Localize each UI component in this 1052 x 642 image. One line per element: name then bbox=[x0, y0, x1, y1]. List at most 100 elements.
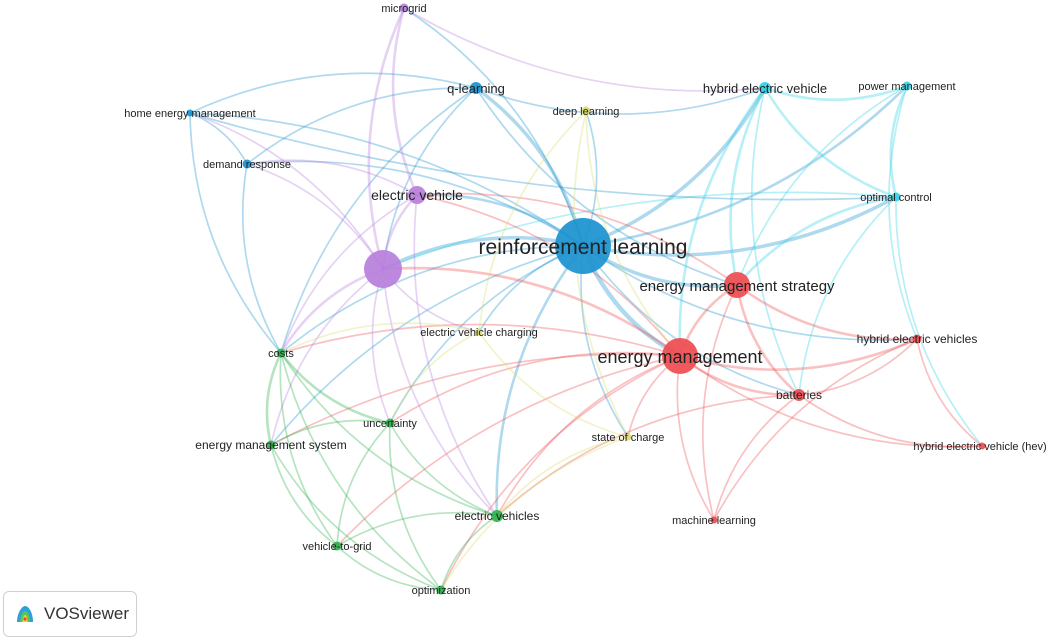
label-reinforcement-learning[interactable]: reinforcement learning bbox=[479, 236, 688, 259]
edge-deep-learning-to-state-of-charge bbox=[573, 110, 629, 438]
edge-electric-vehicle-charging-to-state-of-charge bbox=[478, 331, 629, 438]
edge-hybrid-electric-vehicles-to-hybrid-electric-vehicle-hev bbox=[916, 338, 983, 447]
edge-energy-management-to-energy-management-system bbox=[270, 353, 681, 446]
node-electric-vehicle-charging[interactable] bbox=[475, 328, 483, 336]
edge-reinforcement-learning-to-hybrid-electric-vehicles bbox=[582, 245, 918, 341]
edge-batteries-to-machine-learning bbox=[713, 394, 800, 521]
label-q-learning[interactable]: q-learning bbox=[447, 81, 505, 96]
edge-home-energy-management-to-optimal-control bbox=[189, 112, 897, 201]
network-nodes bbox=[186, 3, 986, 595]
edge-reinforcement-learning-to-power-management bbox=[582, 85, 908, 248]
label-energy-management-strategy[interactable]: energy management strategy bbox=[639, 278, 835, 295]
edge-power-management-to-energy-management-strategy bbox=[736, 85, 908, 286]
label-electric-vehicles[interactable]: electric vehicles bbox=[455, 509, 540, 523]
edge-energy-management-to-vehicle-to-grid bbox=[336, 355, 681, 547]
label-hybrid-electric-vehicle-hev[interactable]: hybrid electric vehicle (hev) bbox=[913, 441, 1046, 453]
node-purple-hub[interactable] bbox=[364, 250, 402, 288]
node-hybrid-electric-vehicle[interactable] bbox=[759, 82, 771, 94]
node-demand-response[interactable] bbox=[242, 159, 252, 169]
label-energy-management-system[interactable]: energy management system bbox=[195, 438, 346, 452]
edge-state-of-charge-to-optimization bbox=[440, 436, 629, 591]
edge-energy-management-system-to-vehicle-to-grid bbox=[270, 444, 338, 547]
node-electric-vehicle[interactable] bbox=[408, 186, 426, 204]
label-electric-vehicle-charging[interactable]: electric vehicle charging bbox=[420, 327, 537, 339]
label-optimal-control[interactable]: optimal control bbox=[860, 192, 932, 204]
label-optimization[interactable]: optimization bbox=[412, 585, 471, 597]
node-optimization[interactable] bbox=[436, 585, 446, 595]
node-hybrid-electric-vehicles[interactable] bbox=[912, 334, 922, 344]
label-hybrid-electric-vehicles[interactable]: hybrid electric vehicles bbox=[857, 332, 978, 346]
label-hybrid-electric-vehicle[interactable]: hybrid electric vehicle bbox=[703, 81, 827, 96]
node-costs[interactable] bbox=[276, 348, 286, 358]
edge-costs-to-electric-vehicles bbox=[280, 352, 498, 517]
edge-uncertainty-to-vehicle-to-grid bbox=[336, 422, 391, 547]
edge-electric-vehicles-to-optimization bbox=[440, 515, 498, 591]
edge-hybrid-electric-vehicles-to-machine-learning bbox=[713, 338, 918, 521]
node-home-energy-management[interactable] bbox=[186, 109, 194, 117]
edge-energy-management-system-to-optimization bbox=[270, 444, 442, 591]
edge-reinforcement-learning-to-hybrid-electric-vehicle bbox=[582, 87, 767, 248]
edge-power-management-to-hybrid-electric-vehicles bbox=[888, 85, 918, 340]
label-machine-learning[interactable]: machine learning bbox=[672, 515, 756, 527]
edge-electric-vehicle-to-demand-response bbox=[246, 159, 418, 196]
edge-demand-response-to-costs bbox=[241, 163, 282, 354]
edge-demand-response-to-home-energy-management bbox=[189, 112, 248, 165]
label-power-management[interactable]: power management bbox=[858, 81, 955, 93]
node-electric-vehicles[interactable] bbox=[491, 510, 503, 522]
edge-power-management-to-optimal-control bbox=[889, 85, 909, 198]
edge-electric-vehicles-to-vehicle-to-grid bbox=[336, 511, 498, 547]
edge-q-learning-to-energy-management-strategy bbox=[475, 87, 738, 286]
node-batteries[interactable] bbox=[793, 389, 805, 401]
node-hybrid-electric-vehicle-hev[interactable] bbox=[978, 442, 986, 450]
label-deep-learning[interactable]: deep learning bbox=[553, 106, 620, 118]
edge-reinforcement-learning-to-costs bbox=[280, 245, 584, 354]
edge-microgrid-to-purple-hub bbox=[367, 7, 406, 270]
node-optimal-control[interactable] bbox=[891, 192, 901, 202]
label-microgrid[interactable]: microgrid bbox=[381, 3, 426, 15]
node-energy-management[interactable] bbox=[662, 338, 698, 374]
edge-uncertainty-to-energy-management-system bbox=[270, 419, 391, 446]
label-energy-management[interactable]: energy management bbox=[597, 347, 762, 367]
edge-energy-management-to-purple-hub bbox=[382, 266, 681, 358]
vosviewer-logo: VOSviewer bbox=[3, 591, 137, 637]
node-energy-management-system[interactable] bbox=[266, 440, 276, 450]
label-vehicle-to-grid[interactable]: vehicle-to-grid bbox=[302, 541, 371, 553]
edge-batteries-to-electric-vehicles bbox=[496, 394, 800, 517]
edge-q-learning-to-costs bbox=[280, 87, 477, 354]
edge-batteries-to-hybrid-electric-vehicles bbox=[798, 338, 918, 396]
node-power-management[interactable] bbox=[902, 81, 912, 91]
vosviewer-logo-text: VOSviewer bbox=[44, 604, 130, 623]
edge-optimal-control-to-batteries bbox=[798, 196, 897, 396]
label-home-energy-management[interactable]: home energy management bbox=[124, 108, 255, 120]
edge-costs-to-vehicle-to-grid bbox=[279, 352, 338, 547]
edge-energy-management-to-electric-vehicles bbox=[496, 355, 681, 517]
edge-hybrid-electric-vehicle-to-energy-management-strategy bbox=[729, 87, 767, 286]
label-costs[interactable]: costs bbox=[268, 348, 294, 360]
node-reinforcement-learning[interactable] bbox=[555, 218, 611, 274]
label-demand-response[interactable]: demand response bbox=[203, 159, 291, 171]
edge-energy-management-strategy-to-batteries bbox=[735, 284, 800, 396]
label-uncertainty[interactable]: uncertainty bbox=[363, 418, 417, 430]
edge-purple-hub-to-energy-management-system bbox=[270, 268, 384, 446]
node-vehicle-to-grid[interactable] bbox=[332, 541, 342, 551]
edge-reinforcement-learning-to-energy-management-system bbox=[270, 245, 584, 446]
node-deep-learning[interactable] bbox=[581, 106, 591, 116]
node-machine-learning[interactable] bbox=[710, 516, 718, 524]
edge-energy-management-strategy-to-machine-learning bbox=[701, 284, 738, 521]
edge-hybrid-electric-vehicle-to-optimal-control bbox=[763, 87, 897, 199]
vosviewer-logo-icon bbox=[17, 606, 33, 622]
edge-energy-management-strategy-to-hybrid-electric-vehicles bbox=[736, 283, 918, 341]
label-batteries[interactable]: batteries bbox=[776, 388, 822, 402]
edge-state-of-charge-to-electric-vehicles bbox=[496, 436, 629, 517]
edge-q-learning-to-purple-hub bbox=[382, 87, 477, 270]
label-state-of-charge[interactable]: state of charge bbox=[592, 432, 665, 444]
edge-electric-vehicle-charging-to-uncertainty bbox=[389, 331, 480, 424]
node-microgrid[interactable] bbox=[399, 3, 409, 13]
edge-uncertainty-to-electric-vehicles bbox=[389, 422, 498, 517]
edge-optimal-control-to-purple-hub bbox=[382, 191, 897, 270]
node-q-learning[interactable] bbox=[470, 82, 482, 94]
label-electric-vehicle[interactable]: electric vehicle bbox=[371, 187, 463, 203]
node-state-of-charge[interactable] bbox=[624, 433, 632, 441]
node-uncertainty[interactable] bbox=[385, 418, 395, 428]
node-energy-management-strategy[interactable] bbox=[724, 272, 750, 298]
